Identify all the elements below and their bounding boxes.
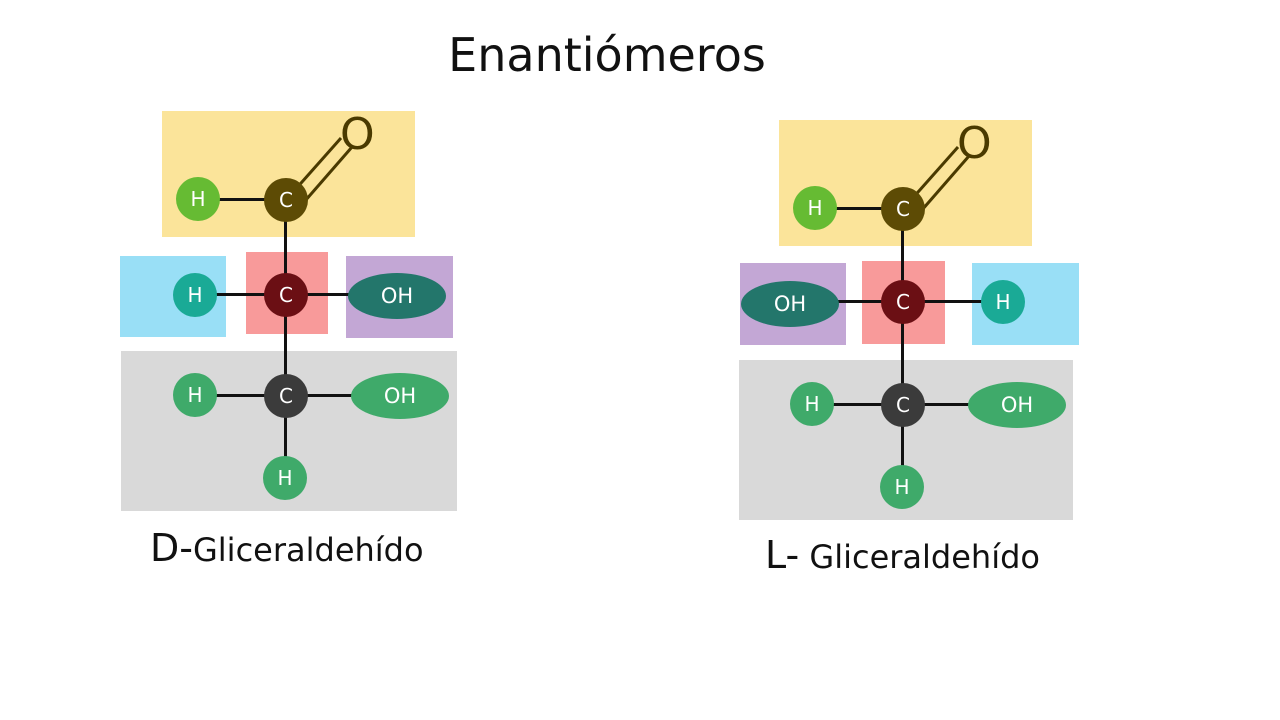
compound-name: Gliceraldehído [192,531,424,569]
oxygen-atom-label: O [340,109,375,160]
lower-carbon-atom: C [264,374,308,418]
carbonyl-double-bond [901,146,971,219]
lower-hydrogen-atom: H [173,373,217,417]
lower-hydroxyl-group: OH [351,373,449,419]
bond-c2-c3 [901,302,904,406]
bond-c2-c3 [284,295,287,397]
lower-hydroxyl-group: OH [968,382,1066,428]
carbonyl-carbon-atom: C [881,187,925,231]
molecule-name-d: D-Gliceraldehído [150,526,424,570]
molecule-name-l: L- Gliceraldehído [765,533,1040,577]
aldehyde-hydrogen-atom: H [176,177,220,221]
oxygen-atom-label: O [957,118,992,169]
compound-name: Gliceraldehído [809,538,1040,576]
bond-c3-h [284,396,287,478]
bottom-hydrogen-atom: H [263,456,307,500]
bottom-hydrogen-atom: H [880,465,924,509]
chiral-hydrogen-atom: H [173,273,217,317]
chiral-hydrogen-atom: H [981,280,1025,324]
chiral-hydroxyl-group: OH [348,273,446,319]
chiral-carbon-atom: C [881,280,925,324]
chiral-carbon-atom: C [264,273,308,317]
chiral-hydroxyl-group: OH [741,281,839,327]
page-title: Enantiómeros [448,28,766,82]
lower-hydrogen-atom: H [790,382,834,426]
bond-c1-c2 [901,209,904,303]
configuration-prefix: D- [150,526,193,570]
bond-c1-c2 [284,200,287,296]
aldehyde-hydrogen-atom: H [793,186,837,230]
configuration-prefix: L- [765,533,800,577]
bond-c3-h [901,405,904,487]
bond-h-c1 [815,207,903,210]
bond-h-c1 [198,198,286,201]
lower-carbon-atom: C [881,383,925,427]
carbonyl-carbon-atom: C [264,178,308,222]
